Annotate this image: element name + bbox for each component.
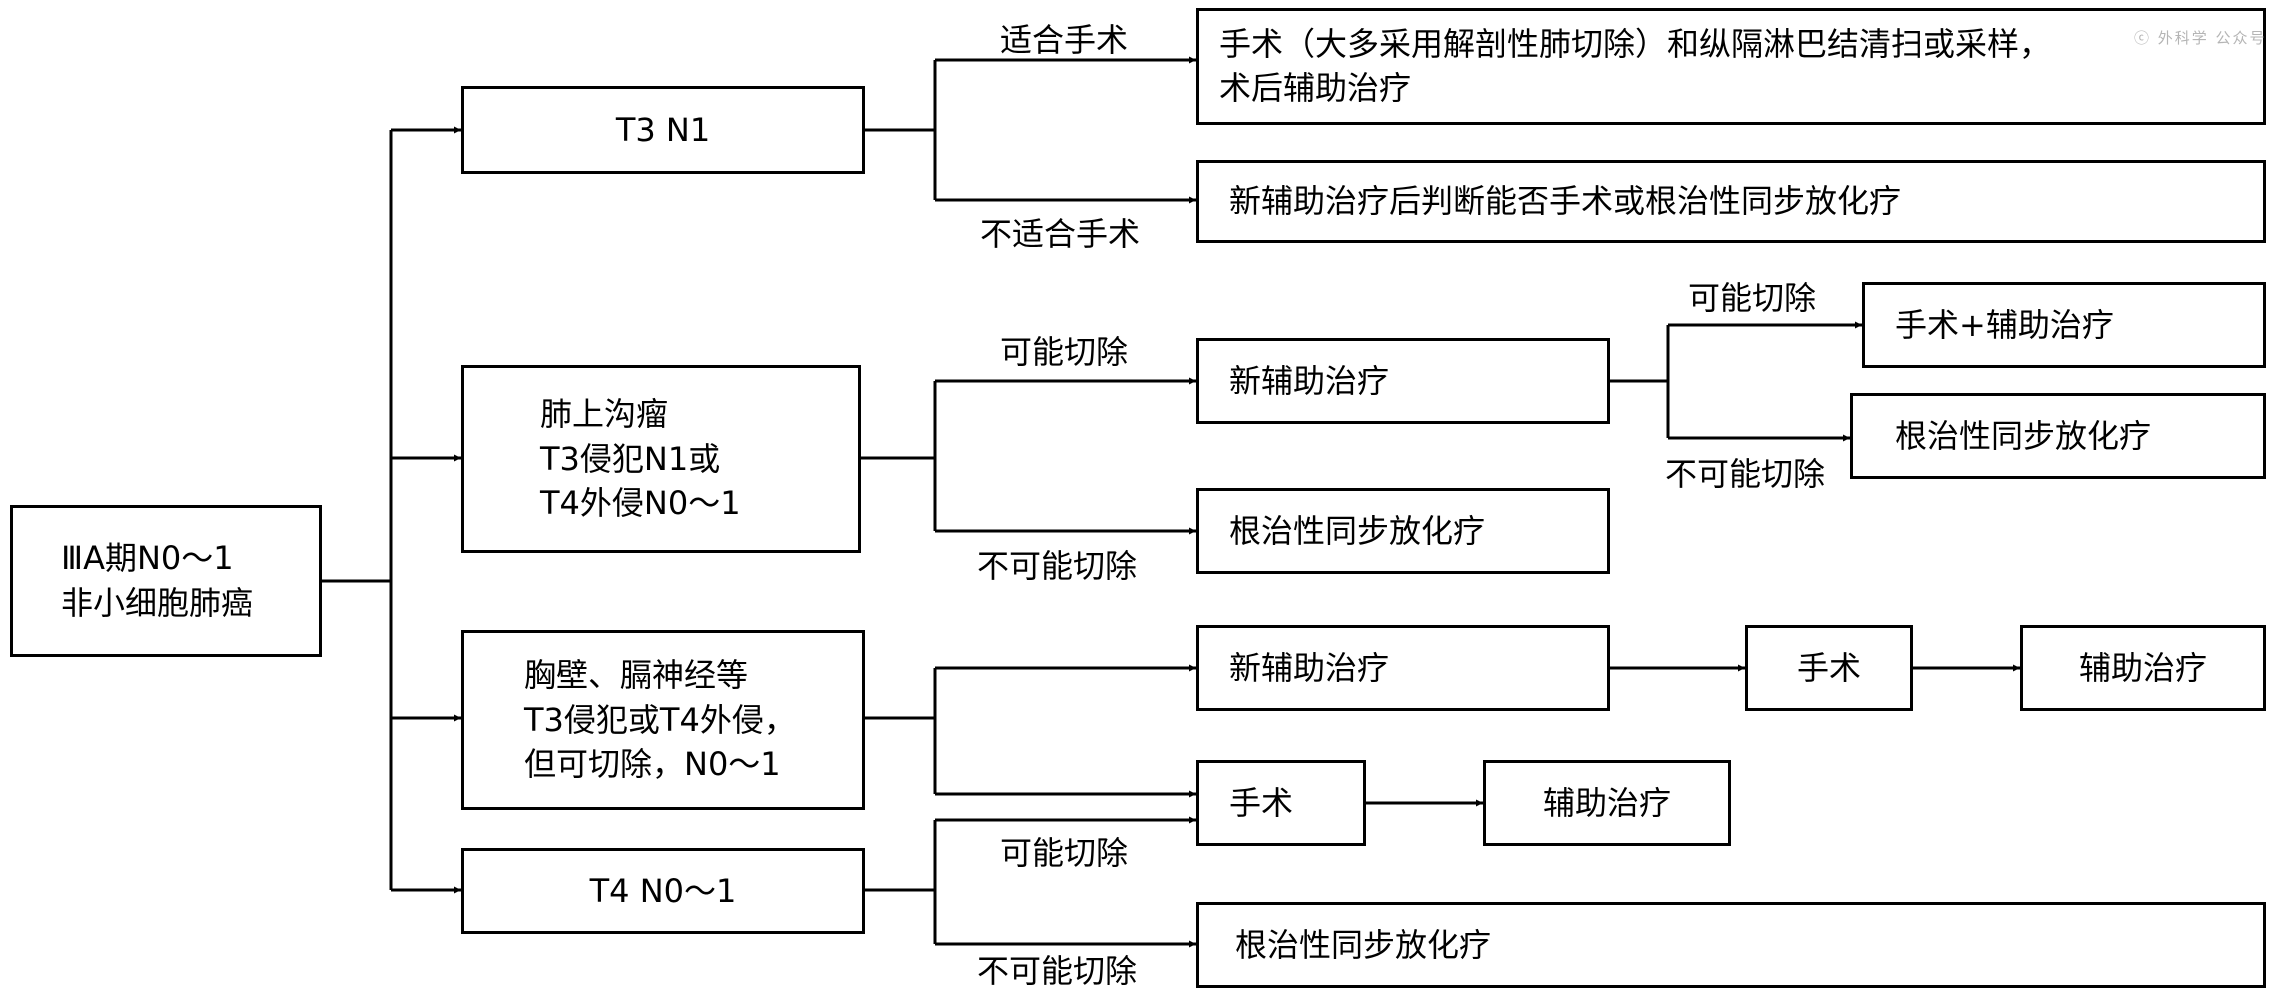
pancoast-unresectable-label: 不可能切除 bbox=[977, 547, 1138, 585]
t3n1-surgery-line-2: 术后辅助治疗 bbox=[1219, 68, 1412, 107]
pancoast-chemoradiation2-text: 根治性同步放化疗 bbox=[1895, 416, 2152, 455]
t4n0-unresectable-label: 不可能切除 bbox=[977, 952, 1138, 990]
t4n0-chemoradiation-text: 根治性同步放化疗 bbox=[1235, 925, 1492, 964]
chestwall-box: 胸壁、膈神经等 T3侵犯或T4外侵， 但可切除，N0～1 bbox=[461, 630, 865, 810]
chestwall-adjuvant-text: 辅助治疗 bbox=[2078, 648, 2207, 687]
chestwall-surgery-text: 手术 bbox=[1796, 648, 1861, 687]
t4n0-chemoradiation-box: 根治性同步放化疗 bbox=[1196, 902, 2266, 988]
chestwall-adjuvant-box: 辅助治疗 bbox=[2020, 625, 2266, 711]
chestwall-surgery2-text: 手术 bbox=[1229, 783, 1294, 822]
pancoast-line-1: 肺上沟瘤 bbox=[540, 394, 669, 433]
pancoast-neoadjuvant-text: 新辅助治疗 bbox=[1229, 361, 1390, 400]
chestwall-neoadjuvant-box: 新辅助治疗 bbox=[1196, 625, 1610, 711]
surgery-adjuvant-text: 手术+辅助治疗 bbox=[1895, 305, 2114, 344]
pancoast-sub-resectable-label: 可能切除 bbox=[1688, 279, 1817, 317]
chestwall-surgery-box: 手术 bbox=[1745, 625, 1913, 711]
pancoast-line-2: T3侵犯N1或 bbox=[540, 439, 721, 478]
chestwall-adjuvant2-box: 辅助治疗 bbox=[1483, 760, 1731, 846]
pancoast-chemoradiation2-box: 根治性同步放化疗 bbox=[1850, 393, 2266, 479]
t3n1-surgery-box: 手术（大多采用解剖性肺切除）和纵隔淋巴结清扫或采样， 术后辅助治疗 bbox=[1196, 8, 2266, 125]
t4n0-title: T4 N0～1 bbox=[589, 871, 737, 910]
t3n1-neoadjuvant-text: 新辅助治疗后判断能否手术或根治性同步放化疗 bbox=[1229, 182, 1902, 221]
t4n0-box: T4 N0～1 bbox=[461, 848, 865, 934]
surgery-adjuvant-box: 手术+辅助治疗 bbox=[1862, 282, 2266, 368]
t3n1-neoadjuvant-box: 新辅助治疗后判断能否手术或根治性同步放化疗 bbox=[1196, 160, 2266, 243]
pancoast-neoadjuvant-box: 新辅助治疗 bbox=[1196, 338, 1610, 424]
t3n1-surgery-line-1: 手术（大多采用解剖性肺切除）和纵隔淋巴结清扫或采样， bbox=[1219, 25, 2052, 64]
chestwall-neoadjuvant-text: 新辅助治疗 bbox=[1229, 648, 1390, 687]
pancoast-chemoradiation-text: 根治性同步放化疗 bbox=[1229, 511, 1486, 550]
root-line-1: ⅢA期N0～1 bbox=[61, 539, 234, 578]
root-line-2: 非小细胞肺癌 bbox=[61, 584, 254, 622]
watermark: ⓒ 外科学 公众号 bbox=[2134, 29, 2267, 47]
t3n1-suitable-label: 适合手术 bbox=[1000, 21, 1129, 59]
t3n1-title: T3 N1 bbox=[615, 110, 711, 149]
t3n1-unsuitable-label: 不适合手术 bbox=[980, 215, 1141, 253]
chestwall-line-2: T3侵犯或T4外侵， bbox=[524, 700, 796, 739]
pancoast-resectable-label: 可能切除 bbox=[1000, 333, 1129, 371]
pancoast-box: 肺上沟瘤 T3侵犯N1或 T4外侵N0～1 bbox=[461, 365, 861, 553]
pancoast-chemoradiation-box: 根治性同步放化疗 bbox=[1196, 488, 1610, 574]
t4n0-resectable-label: 可能切除 bbox=[1000, 834, 1129, 872]
chestwall-adjuvant2-text: 辅助治疗 bbox=[1542, 783, 1671, 822]
pancoast-sub-unresectable-label: 不可能切除 bbox=[1665, 455, 1826, 493]
t3n1-box: T3 N1 bbox=[461, 86, 865, 174]
chestwall-line-1: 胸壁、膈神经等 bbox=[524, 655, 749, 694]
chestwall-line-3: 但可切除，N0～1 bbox=[524, 745, 781, 784]
root-box: ⅢA期N0～1 非小细胞肺癌 bbox=[10, 505, 322, 657]
pancoast-line-3: T4外侵N0～1 bbox=[540, 484, 741, 523]
chestwall-surgery2-box: 手术 bbox=[1196, 760, 1366, 846]
